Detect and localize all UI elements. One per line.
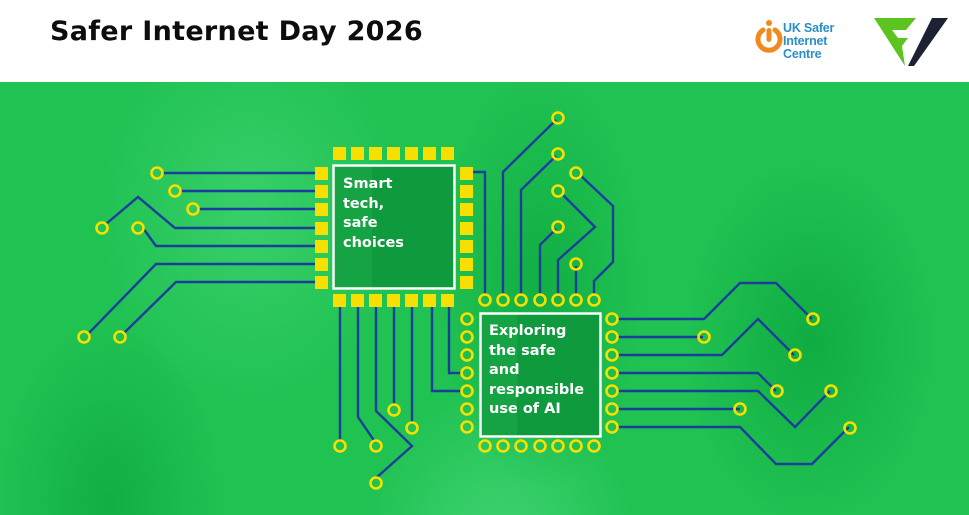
chip-1-line: tech, xyxy=(343,195,385,212)
chip-1-label: Smart tech, safe choices xyxy=(343,175,404,253)
chip-smart-tech xyxy=(315,147,473,307)
chip-2-line: use of AI xyxy=(489,401,561,417)
logo-line: Centre xyxy=(783,47,822,61)
circuit-traces xyxy=(88,119,850,479)
chip-1-line: choices xyxy=(343,234,404,251)
chip-2-label: Exploring the safe and responsible use o… xyxy=(489,322,584,420)
chip-2-line: Exploring xyxy=(489,323,567,339)
chip-2-line: responsible xyxy=(489,381,585,398)
chip-2-line: and xyxy=(489,362,520,378)
chip-1-line: safe xyxy=(343,215,378,231)
power-icon xyxy=(755,20,783,53)
ring-pads xyxy=(77,111,857,490)
logo-line: Internet xyxy=(783,34,828,48)
triangle-logo-icon[interactable] xyxy=(872,16,950,68)
chip-2-line: the safe xyxy=(489,342,556,359)
uk-safer-internet-centre-logo[interactable]: UK Safer Internet Centre xyxy=(755,18,855,64)
banner xyxy=(0,82,969,515)
chip-exploring-ai xyxy=(479,312,602,438)
logo-line: UK Safer xyxy=(783,21,835,35)
page-title: Safer Internet Day 2026 xyxy=(50,16,423,47)
header: Safer Internet Day 2026 UK Safer Interne… xyxy=(0,0,969,82)
square-pads xyxy=(315,147,473,307)
uksic-logo-text: UK Safer Internet Centre xyxy=(783,22,834,61)
chip-1-line: Smart xyxy=(343,176,393,192)
